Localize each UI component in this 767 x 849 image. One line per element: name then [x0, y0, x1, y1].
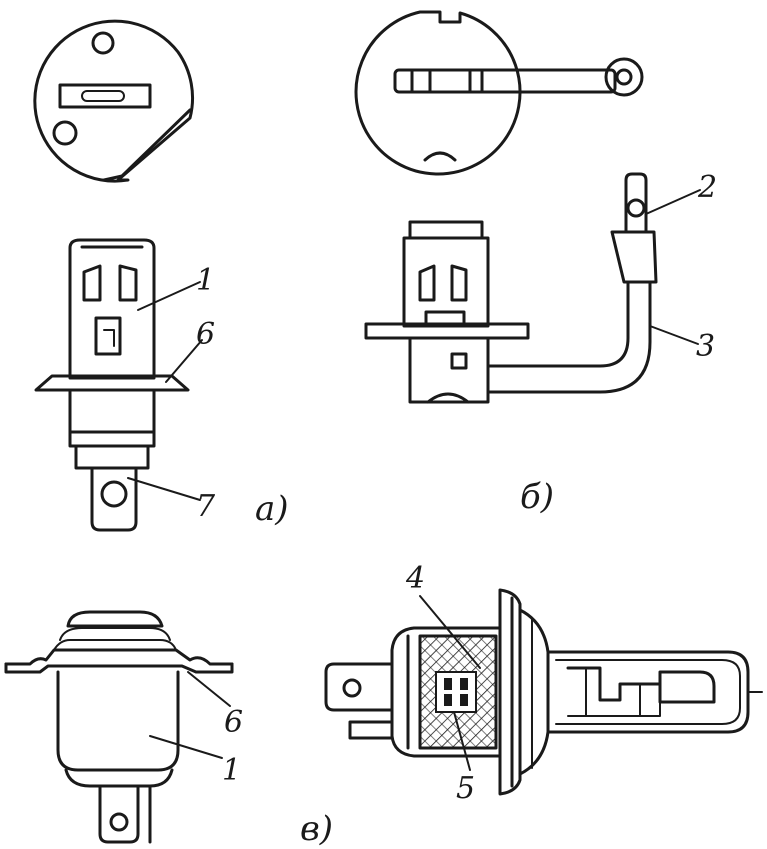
- panel-c-front-view: [4, 610, 234, 844]
- callout-c-5: 5: [456, 771, 475, 806]
- callout-leader-a-6: [165, 339, 203, 383]
- callout-leader-c-6: [187, 671, 231, 707]
- callout-leader-c-4: [419, 595, 481, 669]
- panel-b-side-view: [364, 172, 701, 404]
- callout-a-1: 1: [196, 263, 215, 298]
- panel-a-side-view: [34, 238, 203, 532]
- callout-b-3: 3: [696, 329, 715, 364]
- callout-leader-c-1: [149, 735, 223, 759]
- panel-c-section-view: [324, 588, 763, 796]
- callout-c-1: 1: [222, 753, 241, 788]
- callout-a-6: 6: [196, 317, 215, 352]
- callout-leader-a-1: [137, 281, 201, 311]
- callout-b-2: 2: [697, 170, 717, 205]
- panel-a-caption: а): [255, 489, 289, 529]
- panel-b-caption: б): [520, 477, 554, 517]
- callout-a-7: 7: [196, 489, 216, 524]
- callout-leader-b-2: [645, 189, 701, 215]
- panel-c-caption: в): [300, 809, 333, 849]
- callout-c-4: 4: [405, 561, 425, 596]
- callout-leader-a-7: [127, 477, 201, 501]
- callout-leader-c-5: [453, 711, 471, 771]
- panel-a-top-view: [33, 19, 195, 183]
- panel-b-top-view: [354, 10, 644, 176]
- callout-c-6: 6: [224, 705, 243, 740]
- callout-leader-b-3: [649, 325, 699, 345]
